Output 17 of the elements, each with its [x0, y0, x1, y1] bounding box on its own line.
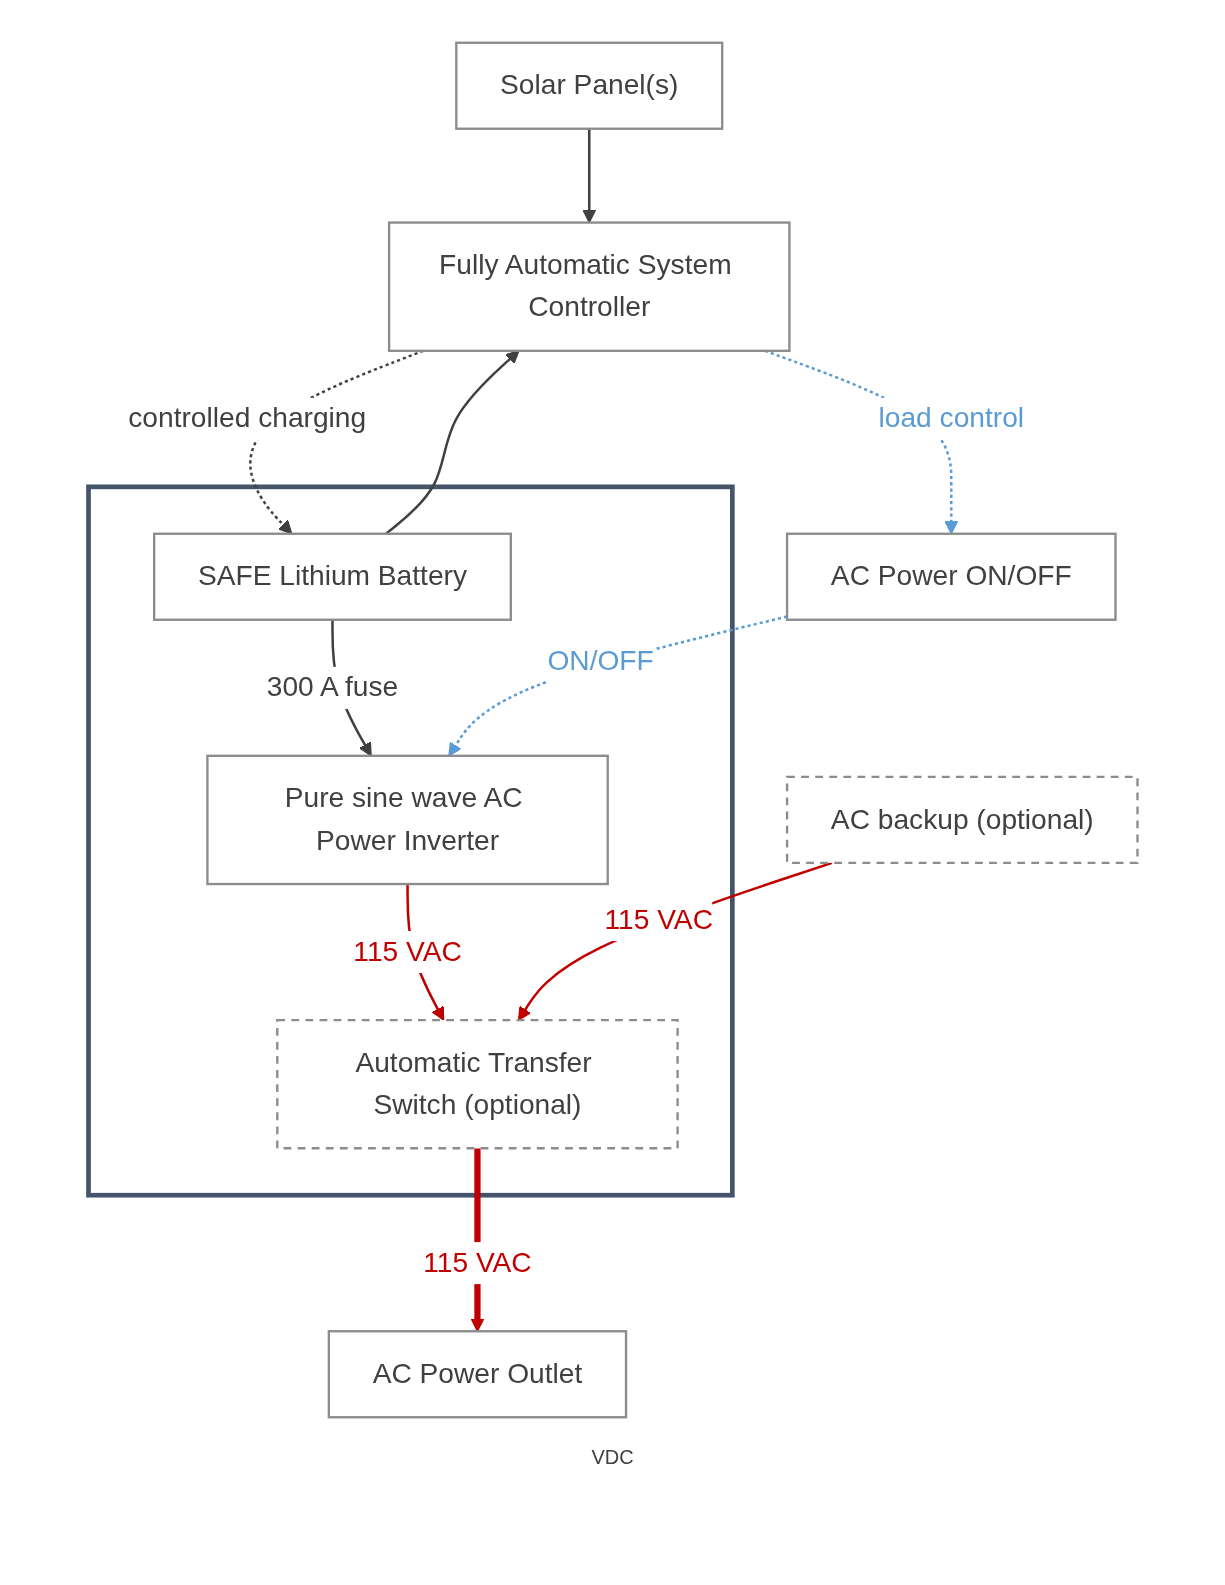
node-box: SAFE Lithium Battery [152, 532, 512, 621]
cluster [85, 484, 735, 1198]
node-box: Automatic Transfer Switch (optional) [275, 1018, 679, 1150]
edge-label: load control [878, 402, 1024, 434]
edge-label: controlled charging [127, 402, 366, 434]
node-box: AC backup (optional) [785, 775, 1139, 865]
node-box: AC Power ON/OFF [785, 532, 1117, 621]
node-box: Fully Automatic System Controller [387, 221, 791, 352]
edge-label: 115 VAC [422, 1246, 532, 1279]
node-box: Pure sine wave AC Power Inverter [205, 754, 609, 886]
edge-label: 115 VAC [603, 903, 713, 936]
edge-label: 115 VAC [352, 935, 462, 967]
voltage-label: VDC [591, 1446, 634, 1469]
edge-label: 300 A fuse [266, 671, 398, 703]
edge-label: ON/OFF [546, 645, 654, 677]
node-box: Solar Panel(s) [454, 41, 723, 130]
node-box: AC Power Outlet [327, 1330, 627, 1419]
